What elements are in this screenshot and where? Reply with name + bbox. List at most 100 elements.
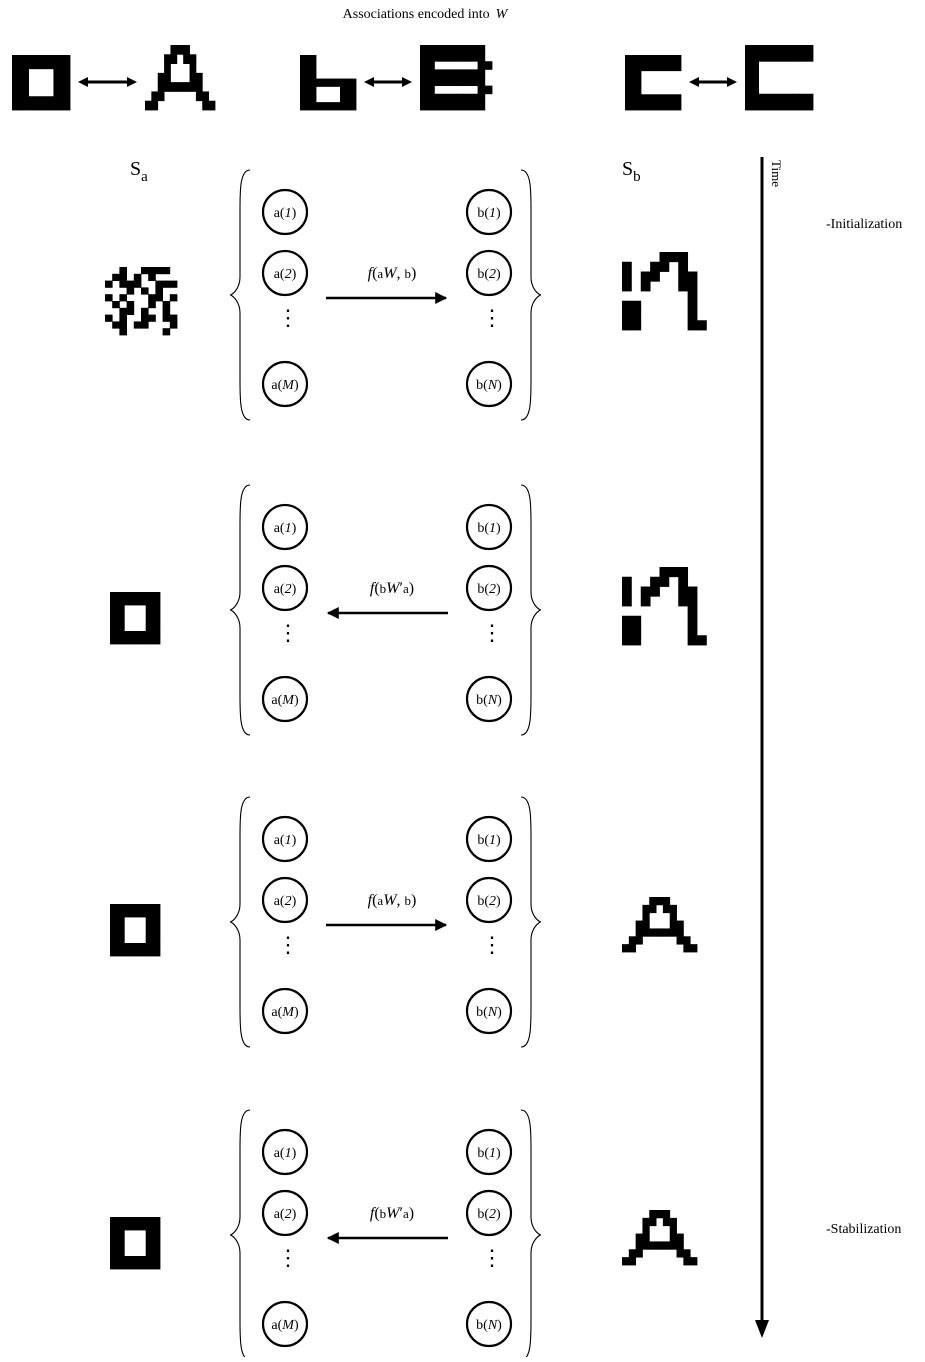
svg-text:b(N): b(N) [476,1005,502,1020]
neuron-b1: b(1) [467,817,511,861]
update-rule-formula: f(aW, b) [368,265,417,282]
layer-label-b: Sb [622,158,641,185]
neuron-aM: a(M) [263,362,307,406]
svg-text:b(2): b(2) [477,582,501,597]
association-pairs [12,45,813,110]
neuron-bN: b(N) [467,362,511,406]
step-2: a(1) a(2) a(M) b(1) b(2) b(N) ⋮ ⋮ f(bW′a) [110,485,707,735]
svg-text:a(1): a(1) [274,521,297,536]
svg-text:b(N): b(N) [476,693,502,708]
ellipsis-b: ⋮ [481,932,503,957]
neuron-a2: a(2) [263,251,307,295]
arrowhead-left [78,77,88,87]
arrowhead-left [364,77,374,87]
layer-a-pattern [110,592,160,644]
arrowhead-right [402,77,412,87]
neuron-aM: a(M) [263,1302,307,1346]
ellipsis-a: ⋮ [277,932,299,957]
association-pair-b [300,45,492,110]
neuron-a2: a(2) [263,878,307,922]
step-3: a(1) a(2) a(M) b(1) b(2) b(N) ⋮ ⋮ f(aW, b) [110,797,697,1047]
svg-text:a(2): a(2) [274,267,297,282]
neuron-a2: a(2) [263,1191,307,1235]
iteration-steps: a(1)a(2)a(M)b(1)b(2)b(N)⋮⋮f(aW, b)a(1)a(… [105,170,707,1357]
ellipsis-b: ⋮ [481,1245,503,1270]
neuron-a1: a(1) [263,190,307,234]
svg-text:a(1): a(1) [274,1146,297,1161]
pattern-b-glyph [300,55,356,110]
arrowhead-right [727,77,737,87]
layer-b-pattern [622,897,697,952]
neuron-a1: a(1) [263,505,307,549]
close-brace [521,170,541,420]
pattern-B-glyph [420,45,492,110]
step-4: a(1) a(2) a(M) b(1) b(2) b(N) ⋮ ⋮ f(bW′a) [110,1110,697,1357]
pattern-a-glyph [12,55,70,110]
pattern-C-glyph [745,45,813,110]
close-brace [521,485,541,735]
svg-text:b(1): b(1) [477,521,501,536]
layer-b-pattern [622,567,707,645]
svg-text:b(N): b(N) [476,1318,502,1333]
neuron-b2: b(2) [467,251,511,295]
time-axis-label: Time [769,160,784,187]
svg-text:a(2): a(2) [274,1207,297,1222]
neuron-aM: a(M) [263,989,307,1033]
neuron-b1: b(1) [467,190,511,234]
neuron-b1: b(1) [467,1130,511,1174]
neuron-a1: a(1) [263,817,307,861]
svg-text:b(1): b(1) [477,206,501,221]
neuron-b2: b(2) [467,878,511,922]
update-rule-formula: f(bW′a) [370,580,414,597]
layer-a-pattern [105,267,177,335]
association-pair-a [12,45,215,110]
svg-text:a(1): a(1) [274,206,297,221]
neuron-b2: b(2) [467,566,511,610]
layer-a-pattern [110,1217,160,1269]
neuron-a2: a(2) [263,566,307,610]
svg-text:a(2): a(2) [274,894,297,909]
ellipsis-a: ⋮ [277,620,299,645]
neuron-bN: b(N) [467,677,511,721]
association-pair-c [625,45,813,110]
close-brace [521,1110,541,1357]
phase-label-initialization: -Initialization [826,217,902,232]
svg-text:b(2): b(2) [477,267,501,282]
layer-b-pattern [622,1210,697,1265]
ellipsis-b: ⋮ [481,305,503,330]
svg-text:a(M): a(M) [271,378,299,393]
svg-text:a(M): a(M) [271,1318,299,1333]
svg-text:b(1): b(1) [477,1146,501,1161]
ellipsis-a: ⋮ [277,1245,299,1270]
neuron-bN: b(N) [467,989,511,1033]
neuron-bN: b(N) [467,1302,511,1346]
pattern-c-glyph [625,55,681,110]
svg-text:b(2): b(2) [477,1207,501,1222]
pattern-A-glyph [145,45,215,110]
neuron-b2: b(2) [467,1191,511,1235]
arrowhead-left [689,77,699,87]
step-1: a(1) a(2) a(M) b(1) b(2) b(N) ⋮ ⋮ f(aW, b) [105,170,707,420]
neuron-b1: b(1) [467,505,511,549]
svg-text:a(1): a(1) [274,833,297,848]
neuron-a1: a(1) [263,1130,307,1174]
svg-text:a(M): a(M) [271,693,299,708]
arrowhead-right [127,77,137,87]
layer-a-pattern [110,904,160,956]
update-rule-formula: f(bW′a) [370,1205,414,1222]
open-brace [230,170,250,420]
ellipsis-b: ⋮ [481,620,503,645]
layer-b-pattern [622,252,707,330]
open-brace [230,797,250,1047]
update-rule-formula: f(aW, b) [368,892,417,909]
phase-label-stabilization: -Stabilization [826,1222,901,1237]
ellipsis-a: ⋮ [277,305,299,330]
svg-text:a(2): a(2) [274,582,297,597]
close-brace [521,797,541,1047]
neuron-aM: a(M) [263,677,307,721]
svg-text:a(M): a(M) [271,1005,299,1020]
open-brace [230,485,250,735]
